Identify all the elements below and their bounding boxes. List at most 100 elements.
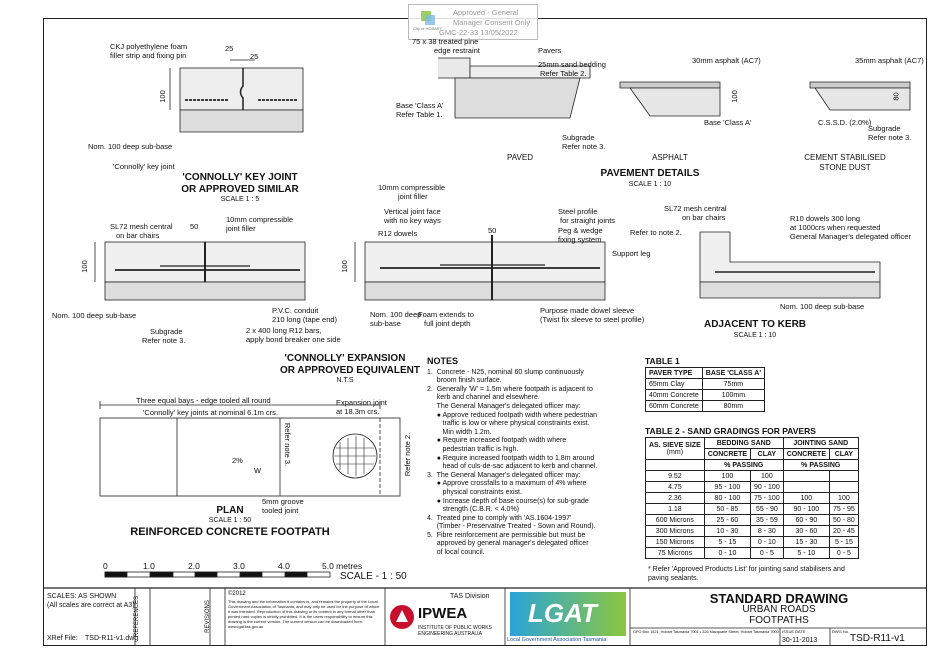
tb-ipwea-sub2: ENGINEERING AUSTRALIA xyxy=(418,631,482,637)
table-cell: 95 - 100 xyxy=(703,481,752,493)
table-cell: 100 xyxy=(829,492,859,504)
table-cell: 100 xyxy=(750,470,784,482)
note-line: ● Increase depth of base course(s) for s… xyxy=(427,497,589,505)
dj-dim100: 100 xyxy=(339,260,349,273)
pl-expansion2: at 18.3m crs. xyxy=(336,407,380,416)
table-cell: 5 - 15 xyxy=(829,536,859,548)
note-line: The General Manager's delegated officer … xyxy=(427,402,581,410)
tb-references: REFERENCES xyxy=(134,595,141,638)
dj-dowels: R12 dowels xyxy=(378,229,418,238)
dj-support: Support leg xyxy=(612,249,651,258)
csd-asphalt: 35mm asphalt (AC7) xyxy=(855,56,924,65)
dj-foam: Foam extends to xyxy=(418,310,474,319)
sb-tick-5: 5.0 metres xyxy=(322,561,363,571)
pl-bays: Three equal bays - edge tooled all round xyxy=(136,396,271,405)
pl-fall: 2% xyxy=(232,456,243,465)
csd-subgrade2: Refer note 3. xyxy=(868,133,912,142)
stamp-line3: GMC-22-33 13/05/2022 xyxy=(439,28,518,37)
as-base: Base 'Class A' xyxy=(704,118,752,127)
pl-title: PLAN xyxy=(216,505,244,516)
ej-bars: 2 x 400 long R12 bars, xyxy=(246,326,322,335)
csd-cssd: C.S.S.D. (2.0%) xyxy=(818,118,872,127)
kj-scale: SCALE 1 : 5 xyxy=(220,196,260,203)
csd-title2: STONE DUST xyxy=(819,163,871,172)
table-cell: 0 - 10 xyxy=(750,536,784,548)
table-cell xyxy=(782,470,831,482)
note-line: 2. Generally 'W' = 1.5m where footpath i… xyxy=(427,385,593,393)
table-cell: 15 - 30 xyxy=(782,536,831,548)
kj-dim-100: 100 xyxy=(157,90,167,103)
table-cell: 100 xyxy=(782,492,831,504)
stamp-line2: Manager Consent Only xyxy=(453,18,531,27)
kb-mesh2: on bar chairs xyxy=(682,213,726,222)
note-line: broom finish surface. xyxy=(427,377,502,385)
ej-subgrade2: Refer note 3. xyxy=(142,336,186,345)
approval-stamp: City of HOBART Approved - General Manage… xyxy=(408,4,538,40)
pv-title: PAVEMENT DETAILS xyxy=(600,168,700,179)
pv-pine: 75 x 38 treated pine xyxy=(412,37,479,46)
table-cell: 90 - 100 xyxy=(750,481,784,493)
note-line: of local council. xyxy=(427,549,485,557)
table-cell: 8 - 30 xyxy=(750,525,784,537)
dj-vert: Vertical joint face xyxy=(384,207,441,216)
tb-issue-label: ISSUE DATE xyxy=(782,629,806,634)
ej-title1: 'CONNOLLY' EXPANSION xyxy=(284,353,406,364)
table-cell: 90 - 100 xyxy=(782,503,831,515)
as-asphalt: 30mm asphalt (AC7) xyxy=(692,56,761,65)
ej-mesh2: on bar chairs xyxy=(116,231,160,240)
table-cell: 25 - 60 xyxy=(703,514,752,526)
tb-ipwea: IPWEA xyxy=(418,605,468,622)
pl-groove: 5mm groove xyxy=(262,497,304,506)
kj-label-foam2: filler strip and fixing pin xyxy=(110,51,187,60)
pv-sand: 25mm sand bedding xyxy=(538,60,606,69)
note-line: Min width 1.2m. xyxy=(427,428,492,436)
ej-dim50: 50 xyxy=(190,222,199,231)
table-cell: 5 - 15 xyxy=(703,536,752,548)
tb-scales: SCALES: AS SHOWN xyxy=(47,593,117,600)
kb-subbase: Nom. 100 deep sub-base xyxy=(780,302,865,311)
kj-dim-25b: 25 xyxy=(250,52,259,61)
table-cell: 75 - 95 xyxy=(829,503,859,515)
sb-tick-4: 4.0 xyxy=(278,561,290,571)
pv-base: Base 'Class A' xyxy=(396,101,444,110)
table2: AS. SIEVE SIZE(mm) BEDDING SAND JOINTING… xyxy=(645,437,859,559)
tb-lgat-sub: Local Government Association Tasmania xyxy=(507,637,607,643)
tb-std1: URBAN ROADS xyxy=(742,604,816,615)
kj-title1: 'CONNOLLY' KEY JOINT xyxy=(182,172,298,183)
note-line: ● Approve crossfalls to a maximum of 4% … xyxy=(427,480,587,488)
note-line: pedestrian traffic is high. xyxy=(427,445,519,453)
note-line: physical constraints exist. xyxy=(427,488,522,496)
table-cell: 30 - 60 xyxy=(782,525,831,537)
note-line: ● Require increased footpath width to 1.… xyxy=(427,454,595,462)
as-title: ASPHALT xyxy=(652,153,688,162)
table1-header: BASE 'CLASS A' xyxy=(701,367,765,379)
note-line: ● Approve reduced footpath width where p… xyxy=(427,411,597,419)
dj-subbase: Nom. 100 deep xyxy=(370,310,422,319)
dj-sleeve: Purpose made dowel sleeve xyxy=(540,306,635,315)
ej-pvc: P.V.C. conduit xyxy=(272,306,319,315)
sb-tick-2: 2.0 xyxy=(188,561,200,571)
note-line: kerb and channel and elsewhere. xyxy=(427,394,540,402)
tb-xref-label: XRef File: xyxy=(47,635,78,642)
note-line: 4. Treated pine to comply with 'AS.1604-… xyxy=(427,514,572,522)
ej-subgrade: Subgrade xyxy=(150,327,183,336)
note-line: strength (C.B.R. < 4.0%) xyxy=(427,506,520,514)
table-cell: 20 - 45 xyxy=(829,525,859,537)
sb-tick-0: 0 xyxy=(103,561,108,571)
ipwea-logo-icon xyxy=(390,605,414,629)
note-line: ● Require increased footpath width where xyxy=(427,437,567,445)
pv-pavers: Pavers xyxy=(538,46,562,55)
table-cell: 0 - 10 xyxy=(703,547,752,559)
note-line: head of culs-de-sac adjacent to kerb and… xyxy=(427,463,598,471)
table-cell: 50 - 80 xyxy=(829,514,859,526)
tb-copy-text: This drawing and the information it cont… xyxy=(228,599,380,629)
pv-base2: Refer Table 1. xyxy=(396,110,443,119)
dj-filler: 10mm compressible xyxy=(378,183,446,192)
dj-foam2: full joint depth xyxy=(424,319,471,328)
